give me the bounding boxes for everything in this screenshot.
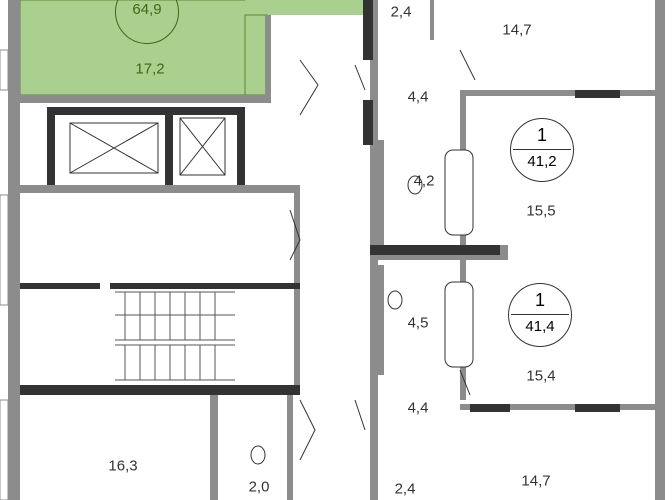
- apartment-area: 41,4: [525, 318, 555, 335]
- outer-wall-left: [8, 0, 20, 500]
- room-area: 17,2: [135, 60, 165, 78]
- apartment-badge[interactable]: 1 41,2: [510, 118, 574, 182]
- room-area: 4,5: [407, 314, 429, 332]
- selected-apartment-ext[interactable]: [245, 0, 365, 15]
- room-count: 1: [536, 125, 547, 145]
- room-area: 2,4: [394, 480, 416, 498]
- room-area: 15,5: [526, 202, 556, 220]
- room-area: 16,3: [108, 457, 138, 475]
- room-area: 4,4: [407, 88, 429, 106]
- toilet-icon: [387, 290, 403, 310]
- room-area: 14,7: [502, 21, 532, 39]
- toilet-icon: [250, 445, 266, 465]
- room-area: 2,4: [390, 3, 412, 21]
- apartment-area: 41,2: [527, 153, 557, 170]
- room-area: 15,4: [526, 367, 556, 385]
- room-area: 4,4: [407, 399, 429, 417]
- apartment-area: 64,9: [132, 1, 162, 18]
- room-area: 2,0: [248, 478, 270, 496]
- toilet-icon: [407, 175, 423, 195]
- bathtub: [444, 281, 474, 368]
- apartment-badge[interactable]: 1 41,4: [508, 283, 572, 347]
- room-area: 4,2: [413, 172, 435, 190]
- room-area: 14,7: [521, 472, 551, 490]
- bathtub: [444, 149, 474, 236]
- room-count: 1: [534, 290, 545, 310]
